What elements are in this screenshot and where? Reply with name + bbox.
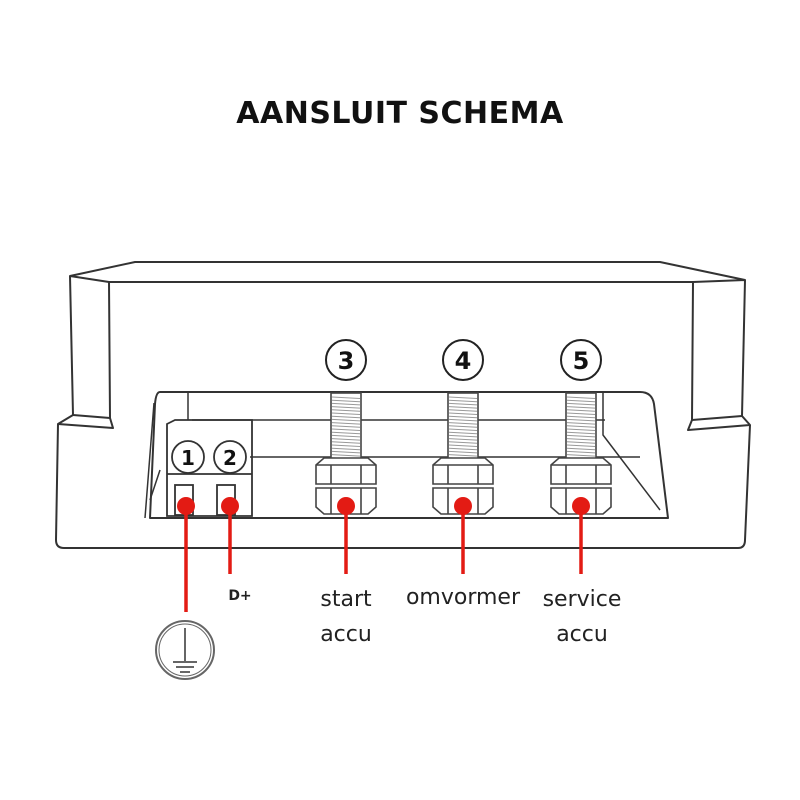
- housing-left-flange: [69, 275, 111, 419]
- stud-terminal-4: [432, 339, 494, 515]
- wire-terminal-5: [572, 497, 590, 574]
- stud-terminal-5: [550, 339, 612, 515]
- label-start-accu: accu: [320, 622, 372, 647]
- wire-terminal-3: [337, 497, 355, 574]
- terminal-bay: [149, 391, 669, 519]
- label-service: service: [543, 587, 622, 612]
- terminal-block-1-2: [166, 419, 253, 517]
- terminal-number-2: 2: [223, 446, 237, 470]
- label-start: start: [320, 587, 372, 612]
- housing-right-flange: [691, 279, 746, 421]
- wire-terminal-4: [454, 497, 472, 574]
- label-omvormer: omvormer: [406, 585, 521, 610]
- housing-body: [55, 423, 751, 549]
- label-d-plus: D+: [228, 588, 251, 604]
- terminal-number-5: 5: [573, 347, 590, 375]
- wire-terminal-1: [177, 497, 195, 612]
- terminal-number-1: 1: [181, 446, 195, 470]
- terminal-number-4: 4: [455, 347, 472, 375]
- housing-top-edge: [69, 261, 746, 281]
- wire-terminal-2: [221, 497, 239, 574]
- ground-icon: [155, 620, 215, 680]
- stud-terminal-3: [315, 339, 377, 515]
- terminal-number-3: 3: [338, 347, 355, 375]
- label-service-accu: accu: [556, 622, 608, 647]
- diagram-title: AANSLUIT SCHEMA: [236, 96, 564, 131]
